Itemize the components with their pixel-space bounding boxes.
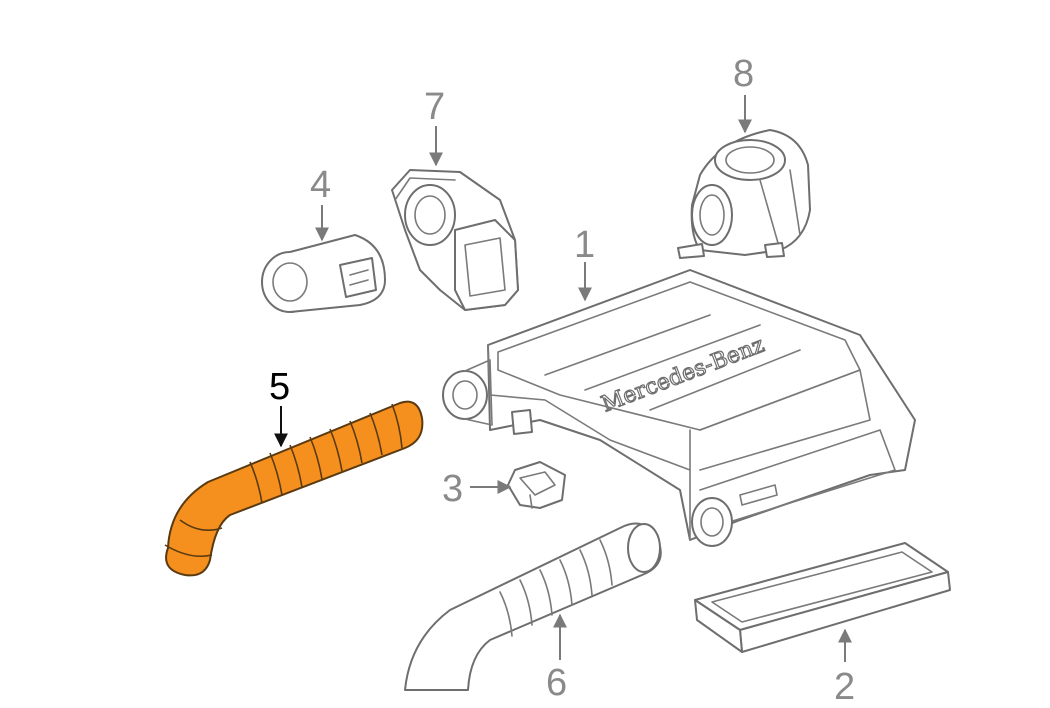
callout-5: 5 [269,366,291,408]
callout-7: 7 [424,86,446,128]
filter-element-part-2 [694,542,951,653]
leader-lines [274,95,852,662]
callout-8: 8 [733,53,755,95]
callout-1: 1 [574,224,596,266]
bracket-part-3 [507,461,566,509]
callout-3: 3 [442,468,464,510]
callout-2: 2 [834,666,856,708]
air-mass-sensor-part-4 [261,234,386,313]
lower-intake-duct-part-6 [404,522,662,691]
air-filter-housing-part-1: Mercedes-Benz [442,269,916,547]
intake-elbow-part-8 [677,129,811,259]
callout-6: 6 [546,662,568,704]
intake-hose-part-5 [164,400,424,577]
callout-4: 4 [310,164,332,206]
throttle-body-part-7 [391,169,519,311]
